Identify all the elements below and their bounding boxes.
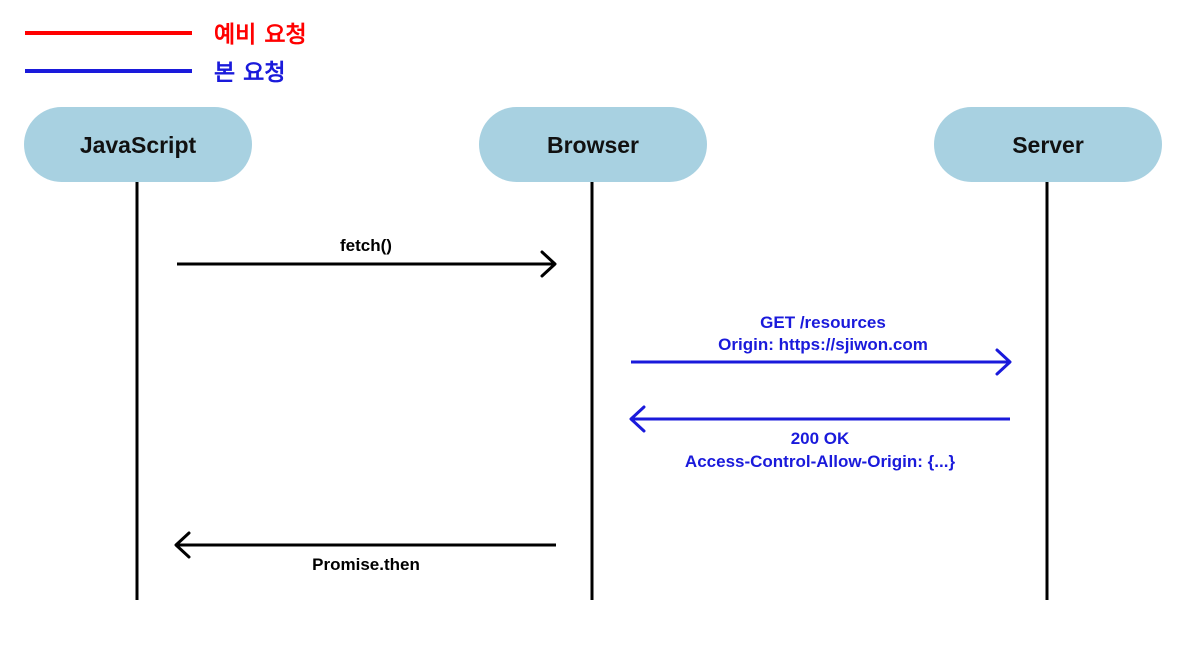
message-promise-arrowhead <box>174 531 191 559</box>
actor-browser-pill <box>479 107 707 182</box>
legend-preflight-label: 예비 요청 <box>214 22 307 48</box>
actor-javascript-label: JavaScript <box>80 132 197 158</box>
message-response-line2: Access-Control-Allow-Origin: {...} <box>685 452 956 471</box>
actor-server-pill <box>934 107 1162 182</box>
legend: 예비 요청 본 요청 <box>25 22 307 86</box>
actor-server-label: Server <box>1012 132 1084 158</box>
actor-browser: Browser <box>479 107 707 182</box>
message-request-line2: Origin: https://sjiwon.com <box>718 335 928 354</box>
message-fetch-arrowhead <box>540 250 557 278</box>
message-response-line1: 200 OK <box>791 429 850 448</box>
message-request: GET /resources Origin: https://sjiwon.co… <box>631 313 1012 376</box>
message-request-line1: GET /resources <box>760 313 886 332</box>
message-fetch: fetch() <box>177 236 557 278</box>
legend-actual-label: 본 요청 <box>214 60 286 86</box>
actor-javascript: JavaScript <box>24 107 252 182</box>
actor-server: Server <box>934 107 1162 182</box>
actor-browser-label: Browser <box>547 132 639 158</box>
message-response: 200 OK Access-Control-Allow-Origin: {...… <box>629 405 1010 471</box>
message-promise: Promise.then <box>174 531 556 574</box>
message-request-arrowhead <box>995 348 1012 376</box>
message-fetch-label: fetch() <box>340 236 392 255</box>
message-response-arrowhead <box>629 405 646 433</box>
message-promise-label: Promise.then <box>312 555 420 574</box>
actor-javascript-pill <box>24 107 252 182</box>
